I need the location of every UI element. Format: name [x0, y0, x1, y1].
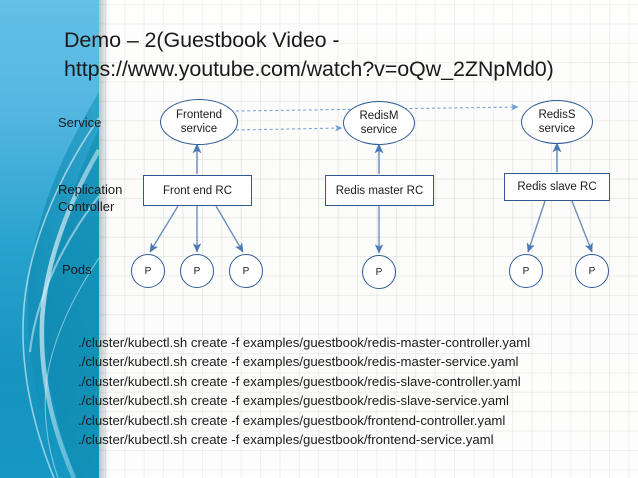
service-node-redism-service[interactable]: RedisM service — [343, 101, 415, 145]
service-label-line2: service — [180, 123, 218, 135]
page-title: Demo – 2(Guestbook Video - https://www.y… — [64, 28, 554, 81]
pod-node-redis-slave-pod-2[interactable]: P — [575, 254, 609, 288]
rc-label: Redis slave RC — [517, 181, 597, 193]
row-label-pods: Pods — [62, 262, 92, 277]
rc-label: Redis master RC — [335, 184, 424, 197]
service-label-line1: RedisM — [359, 110, 399, 122]
service-node-rediss-service[interactable]: RedisS service — [521, 100, 593, 144]
pod-label: P — [375, 266, 383, 278]
command-list: ./cluster/kubectl.sh create -f examples/… — [78, 333, 618, 449]
command-line: ./cluster/kubectl.sh create -f examples/… — [78, 335, 531, 350]
pod-label: P — [144, 265, 152, 277]
command-line: ./cluster/kubectl.sh create -f examples/… — [78, 393, 509, 409]
pod-label: P — [522, 265, 530, 277]
pod-node-frontend-pod-2[interactable]: P — [180, 254, 214, 288]
command-line: ./cluster/kubectl.sh create -f examples/… — [78, 412, 506, 428]
pod-label: P — [242, 265, 250, 277]
pod-node-frontend-pod-3[interactable]: P — [229, 254, 263, 288]
service-label-line1: Frontend — [175, 109, 223, 121]
service-node-frontend-service[interactable]: Frontend service — [160, 99, 238, 145]
rc-node-redis-slave-rc[interactable]: Redis slave RC — [504, 173, 610, 201]
command-line: ./cluster/kubectl.sh create -f examples/… — [78, 432, 494, 448]
service-label-line2: service — [360, 124, 398, 136]
decorative-side-band — [0, 0, 99, 478]
rc-node-front-end-rc[interactable]: Front end RC — [143, 175, 252, 206]
pod-node-frontend-pod-1[interactable]: P — [131, 254, 165, 288]
pod-node-redis-master-pod-1[interactable]: P — [362, 255, 396, 289]
rc-label: Front end RC — [162, 184, 233, 197]
command-line: ./cluster/kubectl.sh create -f examples/… — [78, 373, 521, 389]
command-line: ./cluster/kubectl.sh create -f examples/… — [78, 354, 519, 370]
service-label-line2: service — [538, 123, 576, 135]
pod-node-redis-slave-pod-1[interactable]: P — [509, 254, 543, 288]
pod-label: P — [193, 265, 201, 277]
rc-node-redis-master-rc[interactable]: Redis master RC — [325, 175, 434, 206]
row-label-replication-controller: Replication Controller — [58, 182, 123, 214]
service-label-line1: RedisS — [538, 109, 576, 121]
row-label-service: Service — [58, 115, 102, 130]
pod-label: P — [588, 265, 596, 277]
